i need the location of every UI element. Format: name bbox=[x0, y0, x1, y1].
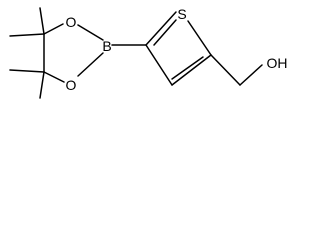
bond-c3-c2-inner bbox=[153, 19, 177, 46]
bond-methyl-1 bbox=[39, 7, 45, 35]
atom-oxygen-top: O bbox=[66, 14, 77, 30]
bond-ch2-oh bbox=[239, 64, 263, 86]
bond-o-bottom-c bbox=[43, 71, 65, 83]
bond-methyl-2 bbox=[9, 33, 45, 37]
bond-c5-c4 bbox=[171, 54, 212, 86]
atom-oxygen-bottom: O bbox=[66, 77, 77, 93]
thiophene-ring bbox=[145, 11, 212, 86]
atom-hydroxyl: OH bbox=[267, 55, 288, 71]
bond-c3-c2 bbox=[145, 11, 177, 46]
bond-s-c5 bbox=[187, 20, 212, 56]
bond-methyl-3 bbox=[9, 69, 45, 73]
bond-methyl-4 bbox=[39, 71, 45, 99]
bond-c4-c3 bbox=[145, 44, 173, 86]
hydroxymethyl-group bbox=[210, 54, 263, 86]
bond-b-o-top bbox=[77, 24, 104, 41]
bond-c5-c4-inner bbox=[171, 56, 204, 80]
bond-c5-ch2 bbox=[210, 54, 241, 86]
atom-sulfur: S bbox=[177, 6, 186, 22]
pinacol-boronate bbox=[9, 7, 147, 99]
bond-o-top-c bbox=[43, 23, 64, 35]
chemical-structure-diagram: S B O O OH bbox=[9, 6, 288, 99]
bond-b-o-bottom bbox=[77, 52, 104, 77]
atom-boron: B bbox=[102, 38, 111, 54]
